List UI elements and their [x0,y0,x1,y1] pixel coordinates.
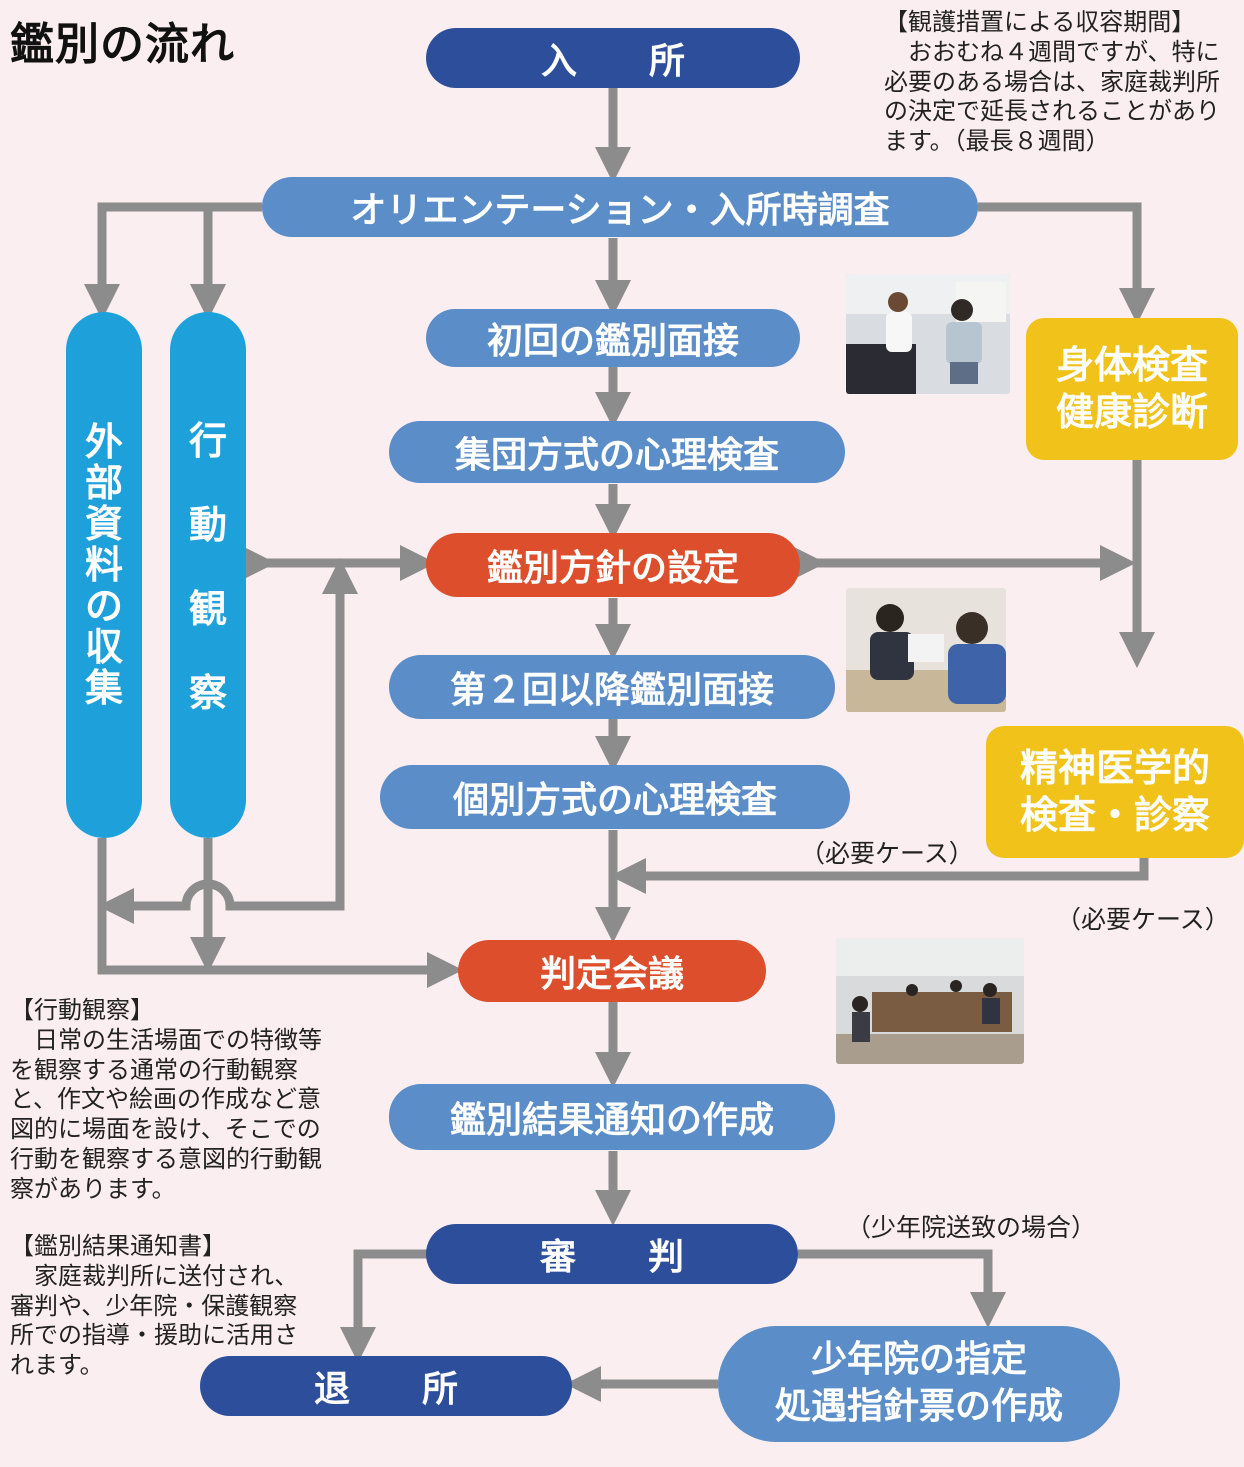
needed-case-label-2: （必要ケース） [1056,905,1230,934]
box-psychiatric-line1: 精神医学的 [1019,745,1210,790]
juvenile-case-label: （少年院送致の場合） [846,1213,1097,1242]
box-physical-line2: 健康診断 [1055,390,1208,434]
bar-external-char: 外 [84,420,123,464]
box-psychiatric-exam: 精神医学的 検査・診察 [986,726,1244,858]
bar-external-char: の [84,584,123,629]
photo-meeting [836,938,1024,1064]
step-judgment-meeting: 判定会議 [458,940,766,1002]
bar-behavior-char: 察 [188,671,227,715]
result-note-title: 【鑑別結果通知書】 [10,1232,226,1260]
result-note-body: 家庭裁判所に送付され、審判や、少年院・保護観察所での指導・援助に活用されます。 [10,1261,299,1379]
bar-behavior-char: 動 [188,503,227,547]
period-note-title: 【観護措置による収容期間】 [884,8,1196,36]
bar-external-materials: 外 部 資 料 の 収 集 [66,312,142,838]
period-note-body: おおむね４週間ですが、特に必要のある場合は、家庭裁判所の決定で延長されることがあ… [884,37,1220,155]
bar-external-char: 部 [84,461,123,506]
box-physical-line1: 身体検査 [1055,342,1208,387]
bar-behavior-observation: 行 動 観 察 [170,312,246,838]
photo-medical-exam [846,274,1010,394]
step-shinpan: 審 判 [426,1224,798,1284]
step-juvenile-line2: 処遇指針票の作成 [774,1386,1063,1427]
step-orientation: オリエンテーション・入所時調査 [262,177,978,237]
behavior-note-title: 【行動観察】 [10,996,154,1024]
step-nyusho: 入 所 [426,28,800,88]
step-juvenile-line1: 少年院の指定 [810,1339,1027,1381]
bar-external-char: 集 [84,666,123,711]
box-physical-exam: 身体検査 健康診断 [1026,318,1238,460]
step-first-interview: 初回の鑑別面接 [426,309,800,367]
page-title: 鑑別の流れ [10,19,235,70]
step-taisho: 退 所 [200,1356,572,1416]
step-group-test: 集団方式の心理検査 [389,421,845,483]
step-second-interview: 第２回以降鑑別面接 [389,655,835,719]
behavior-note: 【行動観察】 日常の生活場面での特徴等を観察する通常の行動観察と、作文や絵画の作… [10,996,334,1204]
step-juvenile: 少年院の指定 処遇指針票の作成 [718,1326,1120,1442]
bar-behavior-char: 行 [188,419,227,463]
bar-external-char: 収 [84,625,123,670]
needed-case-label-1: （必要ケース） [800,839,974,868]
period-note: 【観護措置による収容期間】 おおむね４週間ですが、特に必要のある場合は、家庭裁判… [884,8,1224,157]
box-psychiatric-line2: 検査・診察 [1019,793,1210,837]
step-policy: 鑑別方針の設定 [426,533,800,597]
photo-interview [846,588,1006,712]
result-note: 【鑑別結果通知書】 家庭裁判所に送付され、審判や、少年院・保護観察所での指導・援… [10,1232,300,1381]
bar-external-char: 料 [84,543,123,588]
behavior-note-body: 日常の生活場面での特徴等を観察する通常の行動観察と、作文や絵画の作成など意図的に… [10,1025,322,1203]
step-result-notice: 鑑別結果通知の作成 [389,1084,835,1150]
step-individual-test: 個別方式の心理検査 [380,765,850,829]
bar-external-char: 資 [84,502,123,547]
bar-behavior-char: 観 [188,587,227,631]
